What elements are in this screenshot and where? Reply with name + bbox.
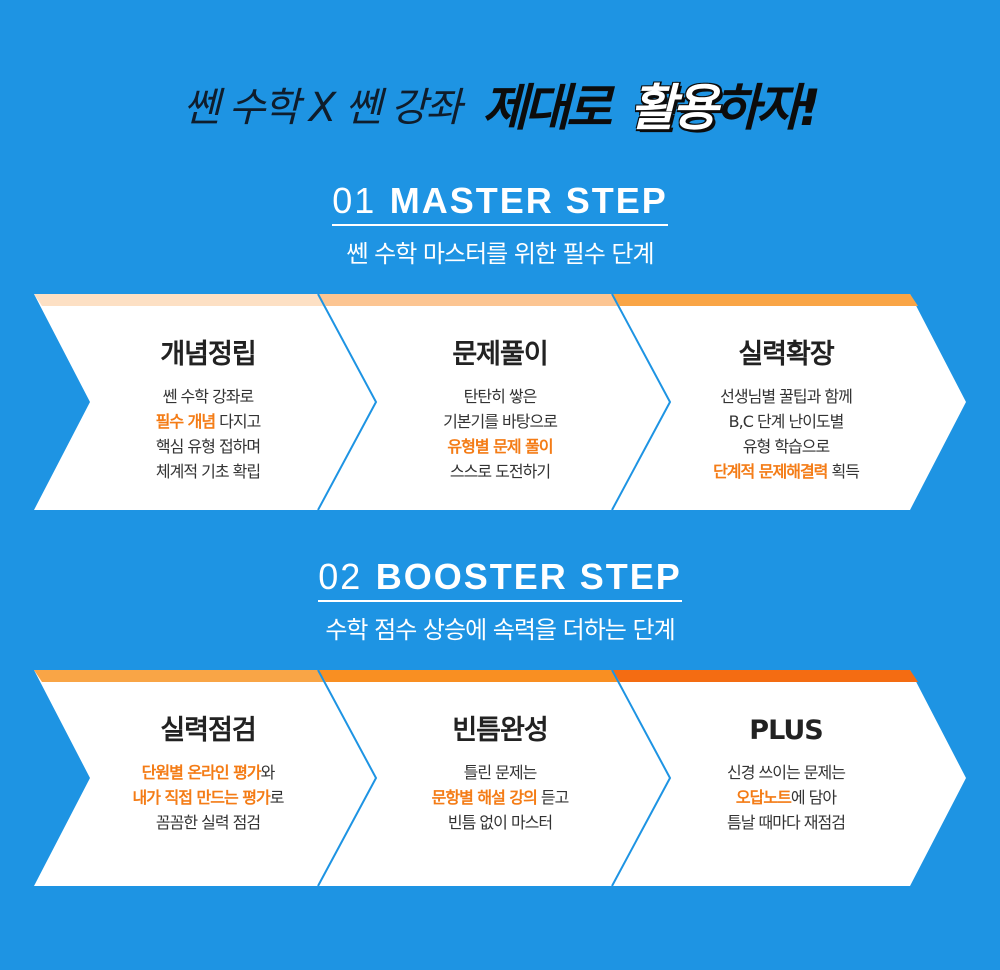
- step-1-subtitle: 쎈 수학 마스터를 위한 필수 단계: [346, 240, 654, 268]
- card-description-line: 선생님별 꿀팁과 함께: [636, 384, 936, 409]
- page-headline: 쎈 수학 X 쎈 강좌 제대로 활용하자!: [0, 68, 1000, 148]
- card-top-strip: [318, 670, 620, 682]
- chevron-divider: [317, 670, 378, 887]
- headline-part1: 쎈 수학 X 쎈 강좌: [183, 85, 462, 131]
- chevron-divider: [611, 294, 672, 511]
- plain-text: 핵심 유형 접하며: [155, 437, 261, 456]
- card-top-strip: [318, 294, 620, 306]
- plain-text: 쎈 수학 강좌로: [162, 387, 254, 406]
- card-description-line: 문항별 해설 강의 듣고: [350, 785, 650, 810]
- cards-background: [34, 670, 966, 886]
- card-description-line: 단계적 문제해결력 획득: [636, 459, 936, 484]
- card-description-line: 신경 쓰이는 문제는: [636, 760, 936, 785]
- card-description-line: 필수 개념 다지고: [58, 409, 358, 434]
- card-description-line: 탄탄히 쌓은: [350, 384, 650, 409]
- plain-text: 탄탄히 쌓은: [463, 387, 538, 406]
- plain-text: 스스로 도전하기: [449, 462, 551, 481]
- card-description-line: 꼼꼼한 실력 점검: [58, 810, 358, 835]
- card-description-line: 기본기를 바탕으로: [350, 409, 650, 434]
- plain-text: 틈날 때마다 재점검: [727, 813, 846, 832]
- card-description-line: 체계적 기초 확립: [58, 459, 358, 484]
- chevron-cards-svg: [34, 670, 966, 887]
- headline-part2: 제대로: [482, 79, 612, 137]
- card-top-strip: [612, 670, 918, 682]
- card-description-line: 유형별 문제 풀이: [350, 434, 650, 459]
- highlight-text: 유형별 문제 풀이: [447, 437, 553, 456]
- plain-text: 듣고: [536, 788, 569, 807]
- card-title: 실력확장: [738, 339, 834, 370]
- step-1-name: MASTER STEP: [389, 180, 668, 221]
- plain-text: 신경 쓰이는 문제는: [727, 763, 846, 782]
- highlight-text: 문항별 해설 강의: [431, 788, 538, 807]
- card-title: 빈틈완성: [452, 715, 548, 746]
- card-description-line: 틈날 때마다 재점검: [636, 810, 936, 835]
- card-description-line: B,C 단계 난이도별: [636, 409, 936, 434]
- plain-text: 유형 학습으로: [742, 437, 830, 456]
- card-description-line: 스스로 도전하기: [350, 459, 650, 484]
- highlight-text: 오답노트: [735, 788, 792, 807]
- plain-text: B,C 단계 난이도별: [728, 412, 845, 431]
- card-top-strip: [34, 670, 326, 682]
- cards-background: [34, 294, 966, 510]
- highlight-text: 단계적 문제해결력: [713, 462, 828, 481]
- card-description-line: 핵심 유형 접하며: [58, 434, 358, 459]
- card-description-line: 빈틈 없이 마스터: [350, 810, 650, 835]
- plain-text: 로: [269, 788, 285, 807]
- card-title: 실력점검: [160, 715, 256, 746]
- chevron-cards-svg: [34, 294, 966, 511]
- plain-text: 에 담아: [790, 788, 837, 807]
- card-description-line: 단원별 온라인 평가와: [58, 760, 358, 785]
- highlight-text: 단원별 온라인 평가: [141, 763, 262, 782]
- plain-text: 획득: [827, 462, 859, 481]
- plain-text: 틀린 문제는: [463, 763, 538, 782]
- step-2-number: 02: [318, 556, 363, 597]
- card-title: 개념정립: [160, 339, 256, 370]
- card-title: 문제풀이: [452, 339, 548, 370]
- card-description-line: 틀린 문제는: [350, 760, 650, 785]
- card-description-line: 내가 직접 만드는 평가로: [58, 785, 358, 810]
- highlight-text: 필수 개념: [155, 412, 216, 431]
- plain-text: 체계적 기초 확립: [155, 462, 261, 481]
- step-1-title: 01 MASTER STEP: [0, 180, 1000, 226]
- card-title: PLUS: [749, 715, 823, 746]
- card-top-strip: [34, 294, 326, 306]
- step-1-number: 01: [332, 180, 377, 221]
- chevron-divider: [317, 294, 378, 511]
- highlight-text: 내가 직접 만드는 평가: [132, 788, 271, 807]
- card-top-strip: [612, 294, 918, 306]
- plain-text: 다지고: [215, 412, 261, 431]
- step-2-subtitle: 수학 점수 상승에 속력을 더하는 단계: [325, 616, 675, 644]
- chevron-divider: [611, 670, 672, 887]
- step-2-name: BOOSTER STEP: [375, 556, 682, 597]
- plain-text: 기본기를 바탕으로: [443, 412, 558, 431]
- headline-part4: 하자!: [714, 79, 821, 137]
- plain-text: 꼼꼼한 실력 점검: [155, 813, 261, 832]
- card-description-line: 유형 학습으로: [636, 434, 936, 459]
- plain-text: 선생님별 꿀팁과 함께: [720, 387, 853, 406]
- headline-part3: 활용: [630, 79, 718, 137]
- card-description-line: 오답노트에 담아: [636, 785, 936, 810]
- step-2-title: 02 BOOSTER STEP: [0, 556, 1000, 602]
- plain-text: 와: [260, 763, 276, 782]
- card-description-line: 쎈 수학 강좌로: [58, 384, 358, 409]
- plain-text: 빈틈 없이 마스터: [447, 813, 553, 832]
